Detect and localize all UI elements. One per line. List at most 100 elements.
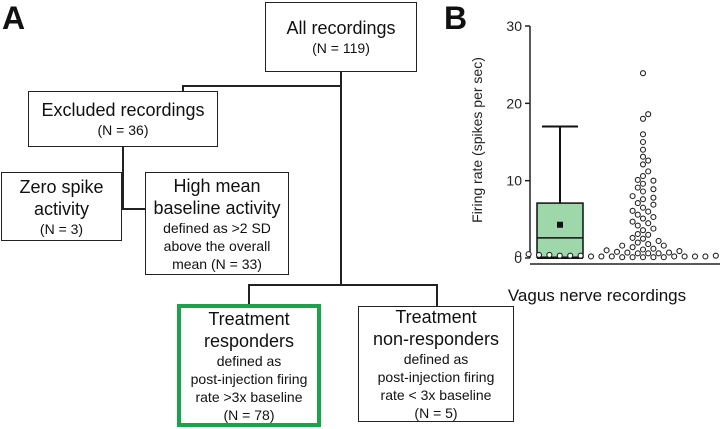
data-point: [619, 242, 626, 249]
data-point: [639, 215, 647, 222]
data-point: [634, 250, 641, 257]
excluded-recordings-box: Excluded recordings (N = 36): [28, 91, 218, 147]
data-point: [655, 250, 662, 257]
y-tick-label: 0: [514, 250, 522, 266]
connector-treatment-h: [248, 284, 438, 286]
data-point: [660, 254, 667, 261]
data-point: [556, 252, 563, 259]
data-point: [577, 252, 584, 259]
zero-spike-line2: activity: [33, 198, 89, 219]
data-point: [645, 157, 652, 164]
data-point: [639, 138, 647, 146]
data-point: [639, 204, 647, 211]
data-point: [624, 249, 631, 256]
excluded-title: Excluded recordings: [41, 100, 205, 120]
data-point: [639, 196, 647, 203]
data-point: [650, 245, 657, 252]
nonresponders-line5: rate < 3x baseline: [380, 387, 492, 403]
high-baseline-line5: mean (N = 33): [172, 255, 262, 272]
connector-sub-h: [122, 208, 146, 210]
data-point: [702, 253, 709, 260]
data-point: [639, 172, 647, 180]
data-point: [634, 239, 641, 246]
data-point: [587, 253, 595, 260]
data-point: [639, 188, 647, 195]
data-point: [645, 241, 652, 248]
data-point: [639, 246, 647, 253]
nonresponders-box: Treatment non-responders defined as post…: [358, 306, 514, 422]
all-recordings-box: All recordings (N = 119): [265, 2, 417, 72]
data-point: [639, 131, 647, 138]
high-baseline-line2: baseline activity: [153, 197, 281, 218]
data-point: [634, 230, 641, 238]
data-point: [645, 250, 652, 257]
data-point: [598, 253, 605, 260]
connector-all-down: [340, 71, 342, 285]
data-point: [650, 254, 657, 261]
y-tick-label: 30: [506, 18, 522, 34]
nonresponders-count: (N = 5): [414, 405, 458, 421]
connector-nonresponders-down: [436, 284, 438, 306]
data-point: [634, 222, 641, 229]
data-point: [639, 161, 647, 168]
data-point: [629, 193, 636, 200]
data-point: [535, 251, 543, 258]
zero-spike-count: (N = 3): [39, 220, 84, 237]
box-mean: [557, 221, 563, 228]
nonresponders-line4: post-injection firing: [377, 369, 495, 385]
connector-excluded-h: [182, 85, 342, 87]
data-point: [660, 242, 667, 249]
data-point: [634, 211, 641, 218]
responders-line3: defined as: [216, 352, 282, 369]
data-point: [603, 247, 610, 254]
data-point: [650, 177, 657, 184]
responders-box: Treatment responders defined as post-inj…: [177, 304, 321, 427]
data-point: [665, 249, 673, 256]
panel-a-letter: A: [2, 0, 26, 36]
data-point: [645, 231, 652, 238]
high-baseline-line3: defined as >2 SD: [163, 219, 271, 236]
data-point: [639, 254, 647, 261]
box-iqr: [536, 202, 584, 258]
excluded-count: (N = 36): [97, 122, 149, 138]
data-point: [671, 253, 678, 260]
high-baseline-line1: High mean: [173, 175, 261, 196]
data-point: [681, 253, 688, 260]
data-point: [629, 218, 636, 225]
y-tick-label: 20: [506, 95, 522, 111]
data-point: [639, 115, 647, 122]
data-point: [629, 207, 636, 214]
data-point: [639, 227, 647, 234]
data-point: [639, 180, 647, 187]
data-point: [639, 70, 647, 77]
nonresponders-line1: Treatment: [395, 307, 477, 327]
data-point: [650, 225, 657, 232]
data-point: [645, 111, 652, 118]
connector-responders-down: [248, 284, 250, 304]
y-axis-label: Firing rate (spikes per sec): [469, 57, 485, 223]
responders-line1: Treatment: [208, 308, 290, 329]
data-point: [525, 251, 532, 258]
y-tick-label: 10: [506, 173, 522, 189]
zero-spike-line1: Zero spike: [19, 176, 104, 197]
connector-excluded-down: [122, 146, 124, 210]
data-point: [676, 247, 683, 255]
data-point: [546, 251, 553, 258]
data-point: [650, 194, 657, 201]
data-point: [712, 252, 719, 259]
data-point: [567, 252, 574, 259]
y-axis: 0 10 20 30: [506, 18, 720, 266]
data-point: [629, 244, 636, 251]
nonresponders-line3: defined as: [403, 351, 469, 367]
data-point: [634, 200, 641, 207]
data-point: [634, 176, 641, 183]
data-point: [639, 146, 647, 153]
data-point: [619, 254, 626, 261]
all-recordings-title: All recordings: [286, 18, 396, 38]
data-point: [650, 186, 657, 193]
data-point: [691, 253, 699, 260]
data-point: [645, 168, 652, 175]
data-points: [515, 70, 719, 261]
data-point: [639, 235, 647, 242]
data-point: [515, 251, 522, 258]
